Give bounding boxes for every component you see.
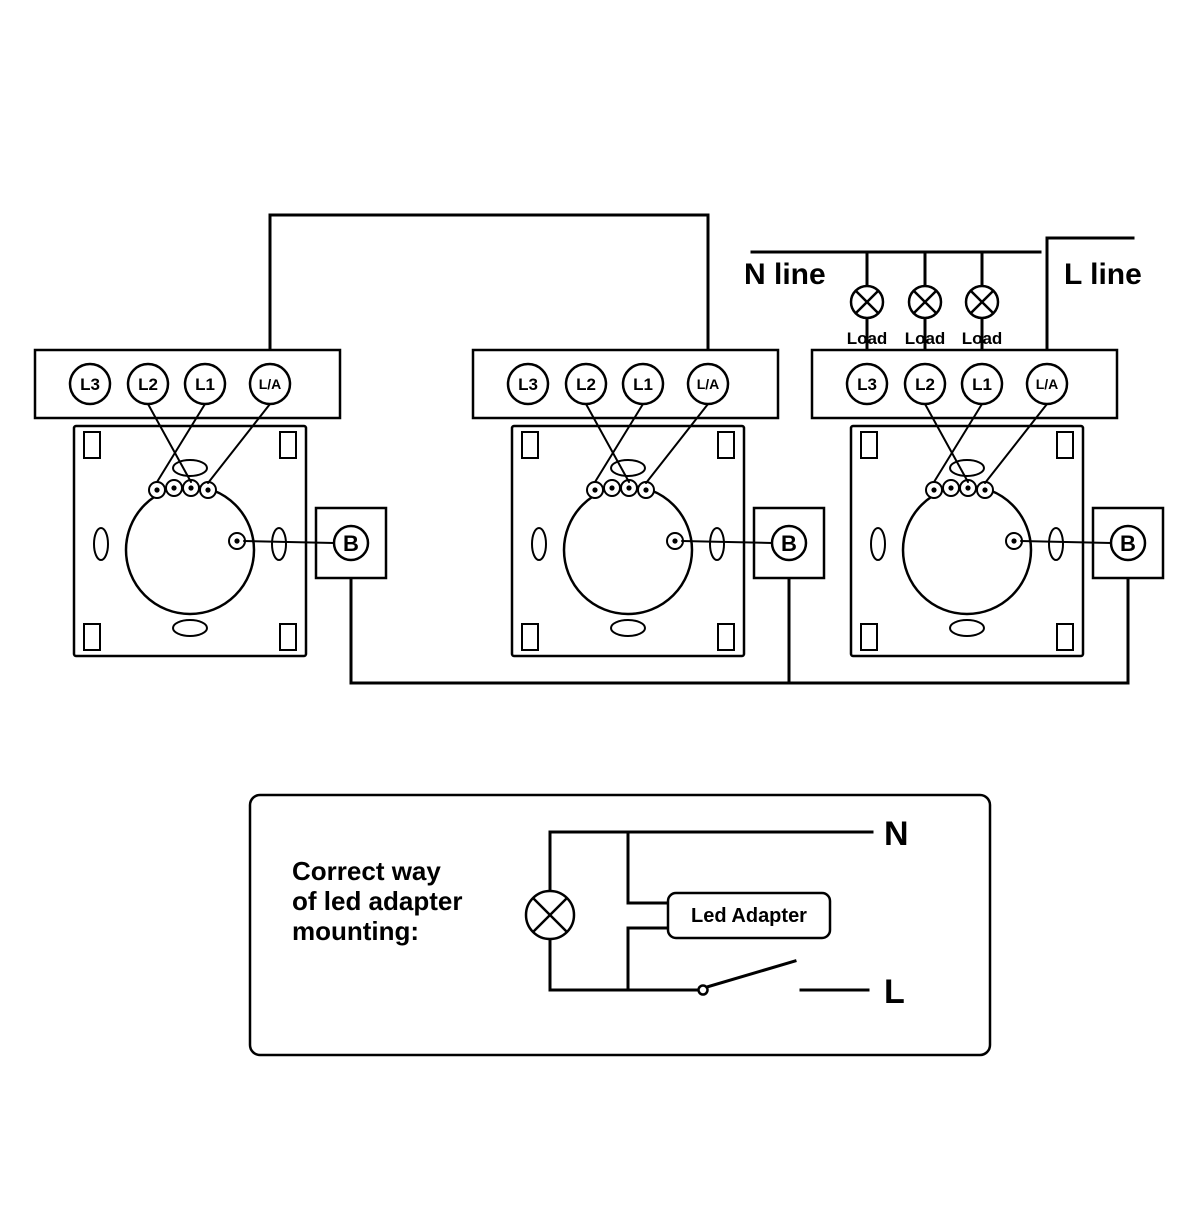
wire-l-line <box>1045 236 1135 366</box>
terminal-label-s2-la: L/A <box>697 376 720 392</box>
b-label-3: B <box>1120 531 1136 556</box>
load-label-2: Load <box>905 329 946 348</box>
inset-switch-contact <box>697 984 709 996</box>
inset-adapter-leads <box>626 830 670 992</box>
wire-b-interlink <box>349 576 1130 685</box>
load-lamp-3 <box>964 284 1000 320</box>
inset-caption-line2: of led adapter <box>292 886 462 916</box>
wire-b-screw-links <box>243 540 1112 544</box>
wire-internal-switch2 <box>585 403 709 484</box>
inset-l-label: L <box>884 973 905 1011</box>
load-lamp-1 <box>849 284 885 320</box>
terminal-label-s3-l2: L2 <box>915 375 935 394</box>
terminal-label-s1-l3: L3 <box>80 375 100 394</box>
inset-circuit-wires <box>548 830 874 992</box>
load-label-3: Load <box>962 329 1003 348</box>
terminal-label-s3-l1: L1 <box>972 375 992 394</box>
load-label-1: Load <box>847 329 888 348</box>
terminal-label-s2-l2: L2 <box>576 375 596 394</box>
wire-internal-switch1 <box>147 403 271 484</box>
terminal-label-s2-l3: L3 <box>518 375 538 394</box>
terminal-label-s3-l3: L3 <box>857 375 877 394</box>
led-adapter-label: Led Adapter <box>691 905 807 927</box>
inset-lamp <box>524 889 576 941</box>
l-line-label: L line <box>1064 258 1142 291</box>
terminal-label-s1-l2: L2 <box>138 375 158 394</box>
load-lamp-2 <box>907 284 943 320</box>
inset-caption-line1: Correct way <box>292 856 441 886</box>
b-label-2: B <box>781 531 797 556</box>
n-line-label: N line <box>744 258 826 291</box>
terminal-label-s1-l1: L1 <box>195 375 215 394</box>
inset-switch-blade <box>705 959 797 989</box>
terminal-label-s2-l1: L1 <box>633 375 653 394</box>
b-label-1: B <box>343 531 359 556</box>
wire-internal-switch3 <box>924 403 1048 484</box>
terminal-label-s1-la: L/A <box>259 376 282 392</box>
inset-caption-line3: mounting: <box>292 916 419 946</box>
terminal-label-s3-la: L/A <box>1036 376 1059 392</box>
wire-la-link-switch1-switch2 <box>268 213 710 366</box>
led-adapter-box <box>666 891 832 940</box>
wire-load-drops <box>865 250 984 366</box>
inset-n-label: N <box>884 815 909 853</box>
